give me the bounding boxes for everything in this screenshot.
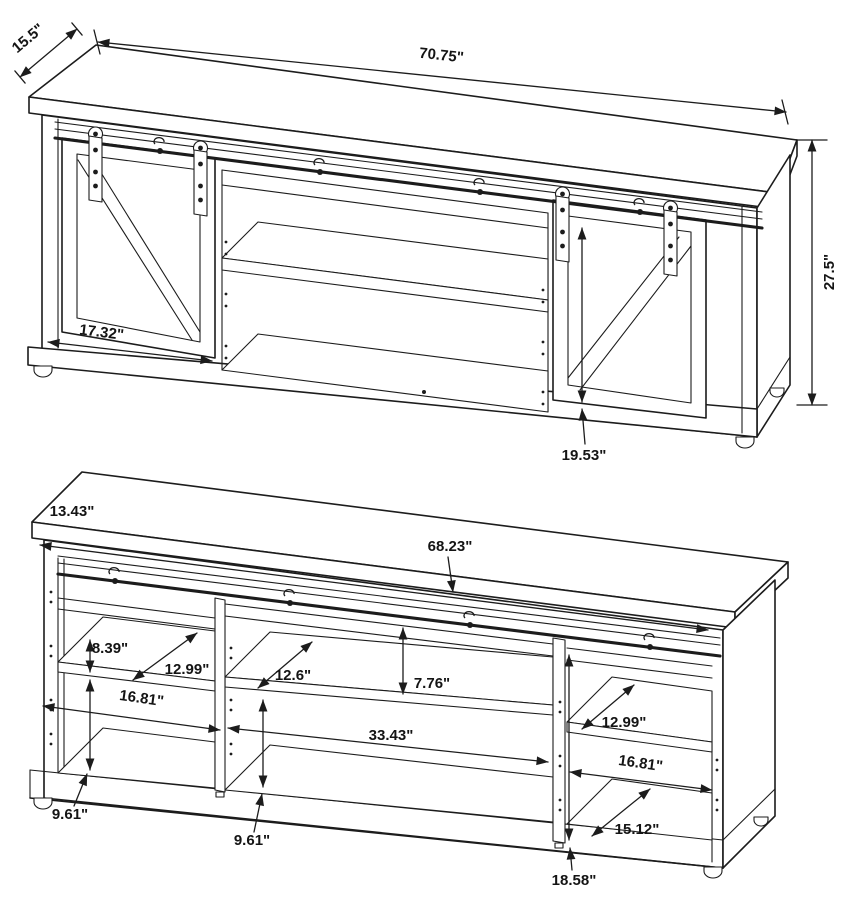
dim-height-label: 27.5" [821,254,838,290]
foot [769,387,785,398]
rail-standoff-bolts [153,136,645,215]
dim-left-width: 16.81" [42,687,221,733]
dim-center-lower-height: 9.61" [234,699,270,849]
dim-right-shelf-depth: 12.99" [581,684,647,731]
dim-rail-length: 68.23" [39,538,709,633]
dim-right-width: 16.81" [569,752,713,793]
dim-right-floor-depth-label: 15.12" [615,821,660,838]
dim-door-height-label: 19.53" [562,447,607,464]
foot [735,436,755,449]
dim-left-shelf-depth: 12.99" [132,632,210,681]
dim-left-shelf-gap-label: 8.39" [92,640,128,657]
foot [753,816,769,827]
dim-right-shelf-depth-label: 12.99" [602,714,647,731]
dim-center-shelf-gap-label: 7.76" [414,675,450,692]
dim-bottom-top-depth: 13.43" [50,503,95,520]
dim-center-width-label: 33.43" [369,727,414,744]
sliding-door-rail [53,121,764,230]
dim-center-shelf-depth: 12.6" [257,641,313,689]
bottom-view: 13.43" 68.23" 8.39" 12.99" 16.81" 9.61" … [29,471,789,889]
dim-depth-label: 15.5" [9,20,48,56]
dim-right-height: 18.58" [552,654,597,889]
foot [703,866,723,879]
top-view-center-compartment [221,169,549,413]
dim-left-shelf-gap: 8.39" [85,639,128,673]
bottom-view-top-board [31,471,789,629]
foot [33,365,53,378]
dim-center-shelf-depth-label: 12.6" [275,667,311,684]
dim-door-height: 19.53" [562,227,607,464]
dim-top-height: 27.5" [796,139,838,406]
dim-left-lower-height-label: 9.61" [52,806,88,823]
dim-right-height-label: 18.58" [552,872,597,889]
dim-door-width-label: 17.32" [78,321,124,343]
dim-door-width: 17.32" [47,321,213,365]
center-shelf-edge [221,257,549,313]
dim-rail-length-label: 68.23" [428,538,473,555]
dim-top-depth-label: 13.43" [50,503,95,520]
dim-center-width: 33.43" [227,724,549,766]
dim-left-shelf-depth-label: 12.99" [165,661,210,678]
top-view: 15.5" 70.75" 27.5" 17.32" 19.53" [9,20,838,464]
door-hanger-straps [87,126,679,277]
dim-right-width-label: 16.81" [617,752,664,775]
dim-left-lower-height: 9.61" [52,679,95,823]
right-barn-door [552,199,707,419]
shelf-pin-holes [224,240,545,406]
center-bottom-panel [221,333,549,413]
dim-top-width: 70.75" [93,29,789,125]
dim-left-width-label: 16.81" [118,687,165,710]
dim-center-lower-height-label: 9.61" [234,832,270,849]
dim-right-floor-depth: 15.12" [591,788,660,838]
dim-center-shelf-gap: 7.76" [398,627,450,695]
foot [33,797,53,810]
dim-width-label: 70.75" [418,45,464,67]
